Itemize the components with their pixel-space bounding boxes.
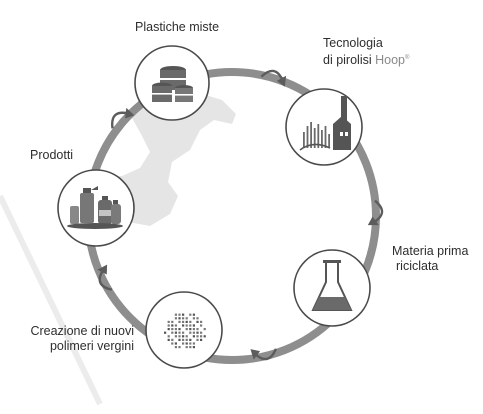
label-plastiche-miste: Plastiche miste: [135, 20, 219, 35]
label-tecnologia-line-1: Tecnologia: [323, 36, 383, 50]
label-tecnologia-line-2: di pirolisi Hoop®: [323, 51, 409, 68]
pellets-icon: [164, 313, 206, 349]
background-stroke: [0, 194, 103, 406]
label-materia-prima: Materia prima riciclata: [392, 244, 468, 274]
flask-icon: [311, 260, 353, 311]
label-tecnologia: Tecnologia di pirolisi Hoop®: [323, 36, 409, 68]
node-tecnologia: [285, 88, 363, 166]
label-creazione-line-2: polimeri vergini: [49, 339, 134, 353]
arrow-prodotti-to-plastiche-icon: [111, 107, 135, 129]
label-materia-line-1: Materia prima: [392, 244, 469, 258]
node-materia-prima: [293, 249, 371, 327]
node-creazione: [145, 291, 223, 369]
node-prodotti: [57, 169, 135, 247]
arrow-tecnologia-to-materia-icon: [367, 199, 384, 226]
label-tecnologia-line-2-text: di pirolisi: [323, 53, 372, 68]
factory-icon: [299, 96, 351, 151]
label-creazione: Creazione di nuovi polimeri vergini: [14, 324, 134, 354]
label-creazione-line-1: Creazione di nuovi: [30, 324, 134, 338]
label-plastiche-line-1: Plastiche miste: [135, 20, 220, 34]
barrels-icon: [152, 66, 193, 102]
label-materia-line-2: riciclata: [396, 259, 439, 273]
label-prodotti-line-1: Prodotti: [30, 148, 74, 162]
arrow-materia-to-creazione-icon: [250, 348, 278, 361]
bottles-icon: [67, 186, 123, 229]
arrow-creazione-to-prodotti-icon: [97, 264, 113, 291]
node-plastiche-miste: [134, 45, 210, 121]
registered-mark: ®: [405, 55, 410, 61]
label-prodotti: Prodotti: [30, 148, 73, 163]
arrow-plastiche-to-tecnologia-icon: [260, 69, 287, 87]
brand-hoop: Hoop: [375, 53, 406, 68]
